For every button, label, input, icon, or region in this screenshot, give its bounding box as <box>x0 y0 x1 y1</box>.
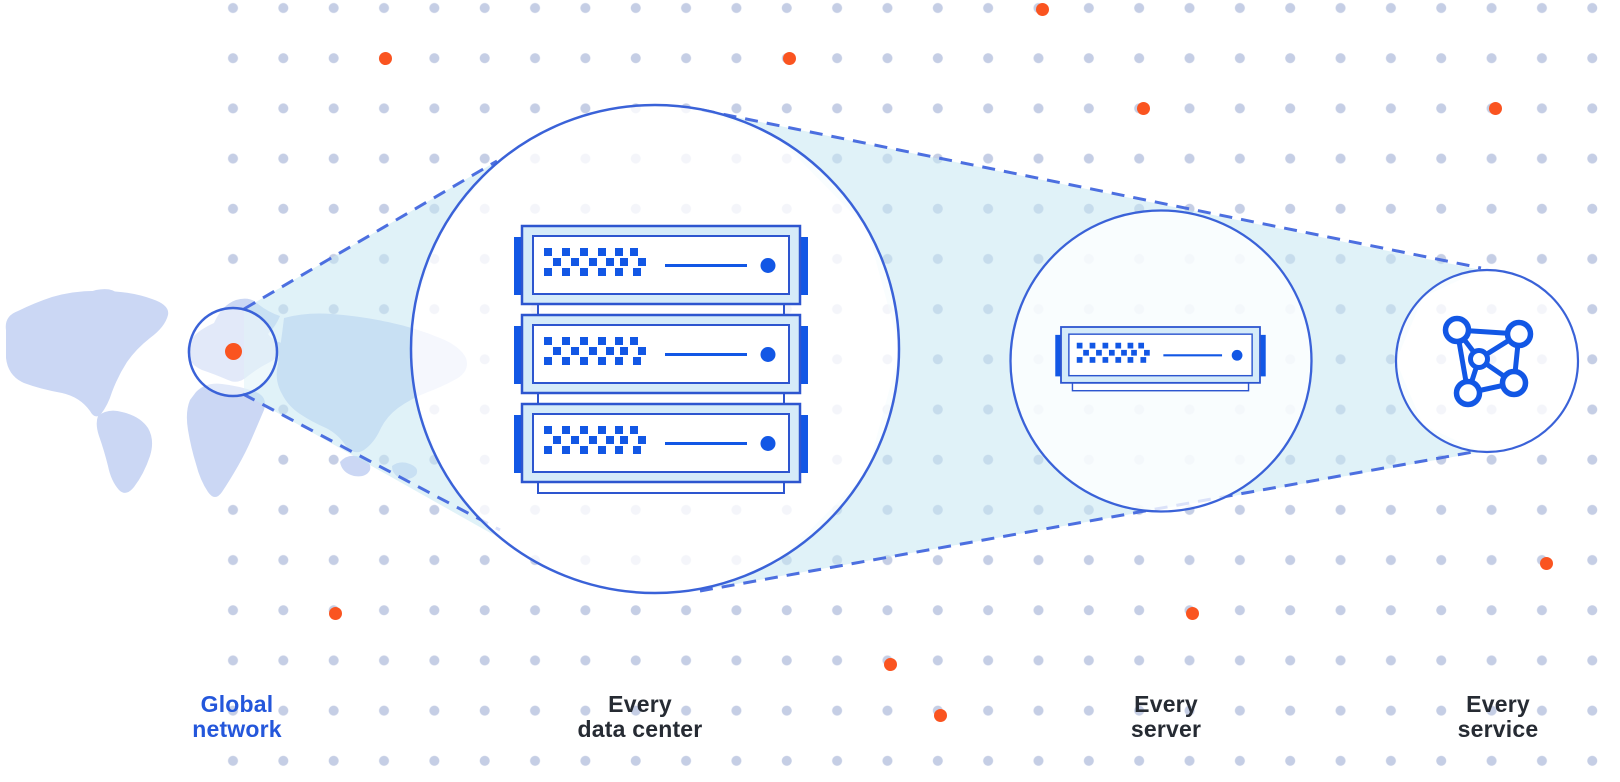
data-center-rack-icon <box>512 224 810 495</box>
accent-dot <box>328 606 342 620</box>
mesh-node-bottom-left <box>1453 378 1483 408</box>
caption-every-service: Every service <box>1458 692 1539 741</box>
accent-dot <box>1136 101 1150 115</box>
mesh-node-top-right <box>1504 319 1534 349</box>
caption-line: Global <box>200 691 274 717</box>
rack-unit-2 <box>512 313 810 406</box>
accent-dot <box>1539 556 1553 570</box>
service-mesh-icon <box>1442 315 1534 408</box>
caption-line: Every <box>608 691 672 717</box>
accent-dot <box>378 51 392 65</box>
mesh-node-center <box>1468 348 1490 370</box>
zoom-dashed-lines <box>242 108 1482 593</box>
accent-dot <box>933 708 947 722</box>
accent-dot <box>782 51 796 65</box>
caption-every-data-center: Every data center <box>578 692 703 741</box>
rack-unit-3 <box>512 402 810 495</box>
rack-unit-1 <box>512 224 810 317</box>
caption-global-network: Global network <box>192 692 282 741</box>
landmass-africa <box>186 383 265 497</box>
accent-dot <box>1488 101 1502 115</box>
zoom-cone-left <box>244 161 497 535</box>
mesh-node-top-left <box>1442 315 1472 345</box>
caption-line: network <box>192 715 282 742</box>
landmass-south-america <box>96 410 153 493</box>
dashed-line-datacenter-to-service-top <box>701 108 1482 270</box>
caption-line: service <box>1457 715 1539 742</box>
caption-line: server <box>1130 715 1202 742</box>
accent-dot <box>1035 2 1049 16</box>
map-location-marker <box>224 342 242 360</box>
landmass-north-america <box>5 290 169 417</box>
accent-dot <box>883 657 897 671</box>
accent-dot <box>1185 606 1199 620</box>
caption-every-server: Every server <box>1131 692 1201 741</box>
caption-line: Every <box>1466 691 1530 717</box>
server-unit-icon <box>1054 325 1267 392</box>
dashed-line-map-to-datacenter-top <box>243 159 498 311</box>
caption-line: Every <box>1134 691 1198 717</box>
mesh-node-bottom-right <box>1499 368 1529 398</box>
dashed-line-map-to-datacenter-bottom <box>242 392 501 532</box>
caption-line: data center <box>577 715 703 742</box>
